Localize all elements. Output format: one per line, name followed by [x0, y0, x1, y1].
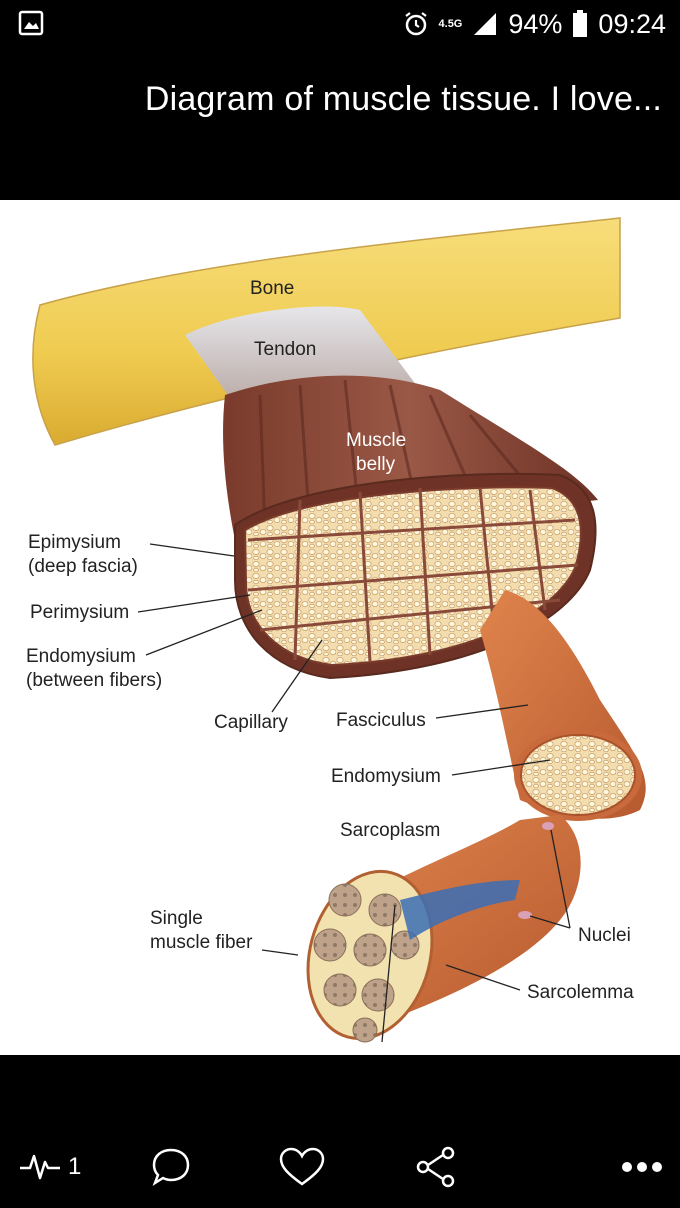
label-single-fiber-2: muscle fiber — [150, 932, 253, 953]
label-muscle-belly-1: Muscle — [346, 430, 406, 451]
post-title[interactable]: Diagram of muscle tissue. I love... — [144, 80, 662, 118]
label-tendon: Tendon — [254, 339, 316, 360]
signal-icon — [474, 13, 497, 35]
label-capillary: Capillary — [214, 712, 288, 733]
comment-button[interactable] — [150, 1142, 192, 1192]
alarm-icon — [404, 12, 427, 36]
label-epimysium-1: Epimysium — [28, 532, 121, 553]
like-icon — [279, 1147, 325, 1186]
title-bar: Diagram of muscle tissue. I love... — [0, 60, 680, 140]
muscle-diagram: Bone Tendon Muscle belly Epimysium (deep… — [26, 217, 646, 1043]
post-image[interactable]: Bone Tendon Muscle belly Epimysium (deep… — [0, 200, 680, 1055]
like-button[interactable] — [278, 1142, 326, 1192]
label-sarcoplasm: Sarcoplasm — [340, 820, 440, 841]
label-muscle-belly-2: belly — [356, 454, 396, 475]
label-single-fiber-1: Single — [150, 908, 203, 929]
label-epimysium-2: (deep fascia) — [28, 556, 138, 577]
label-endomysium-outer-2: (between fibers) — [26, 670, 162, 691]
action-bar: 1 — [0, 1120, 680, 1208]
label-endomysium-outer-1: Endomysium — [26, 646, 136, 667]
label-sarcolemma: Sarcolemma — [527, 982, 634, 1003]
activity-icon — [20, 1154, 60, 1180]
more-button[interactable] — [620, 1142, 664, 1192]
battery-icon — [573, 10, 588, 37]
label-bone: Bone — [250, 278, 294, 299]
label-fasciculus: Fasciculus — [336, 710, 426, 731]
battery-percent: 94% — [508, 8, 563, 39]
comment-icon — [152, 1148, 190, 1187]
label-endomysium-inner: Endomysium — [331, 766, 441, 787]
activity-button[interactable]: 1 — [18, 1142, 81, 1192]
status-bar: 4.5G 94% 09:24 — [0, 0, 680, 48]
share-button[interactable] — [414, 1142, 458, 1192]
label-nuclei: Nuclei — [578, 925, 631, 946]
network-indicator: 4.5G — [438, 17, 463, 30]
activity-count: 1 — [68, 1153, 82, 1180]
clock: 09:24 — [598, 8, 666, 39]
more-icon — [622, 1162, 662, 1172]
share-icon — [416, 1146, 455, 1188]
gallery-icon — [18, 10, 44, 36]
label-perimysium: Perimysium — [30, 602, 129, 623]
